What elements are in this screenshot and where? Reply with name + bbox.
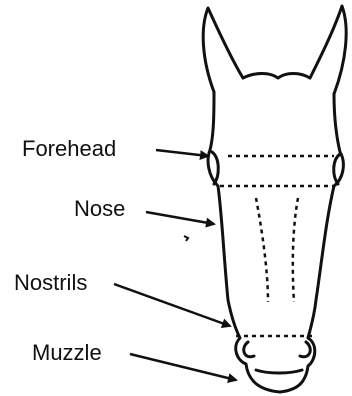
poll (243, 74, 310, 79)
horse-head-outline (203, 6, 346, 392)
mouth-line (256, 370, 302, 373)
left-ear (203, 8, 243, 92)
stray-mark (184, 236, 188, 241)
nostrils-arrow (114, 284, 230, 326)
right-ear (310, 6, 346, 94)
muzzle-arrow (130, 354, 236, 380)
right-nostril (300, 342, 310, 357)
label-muzzle: Muzzle (32, 340, 102, 365)
nose-arrow (146, 212, 214, 224)
forehead-arrow (156, 150, 208, 156)
head-right-side (280, 94, 343, 392)
label-nose: Nose (74, 196, 125, 221)
nose-bridge-right (293, 198, 298, 302)
region-boundaries (220, 156, 334, 336)
nose-bridge-left (256, 198, 268, 302)
label-forehead: Forehead (22, 136, 116, 161)
left-nostril (244, 342, 254, 357)
label-nostrils: Nostrils (14, 270, 87, 295)
